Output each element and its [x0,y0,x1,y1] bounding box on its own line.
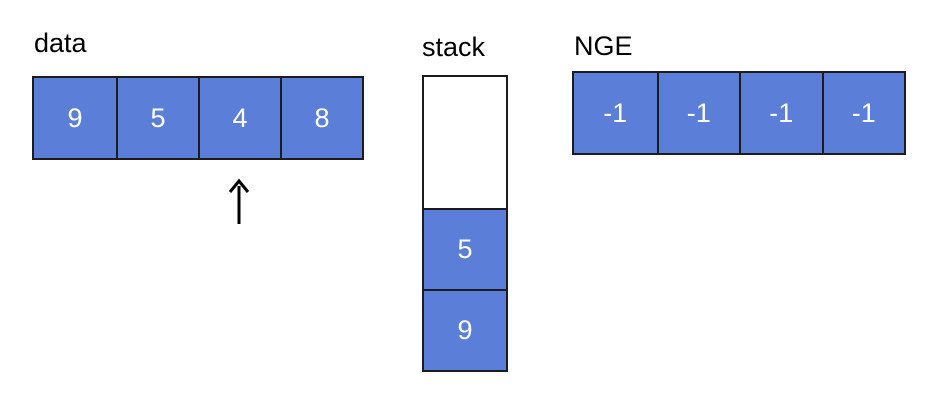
nge-cell-1: -1 [656,73,739,153]
stack-container: 5 9 [422,75,508,372]
data-cell-0: 9 [34,78,116,158]
data-array: 9 5 4 8 [32,76,364,160]
data-cell-1: 5 [116,78,198,158]
up-arrow-icon [228,178,250,224]
stack-title: stack [422,32,486,62]
stack-item-1: 9 [424,289,506,370]
data-cell-2: 4 [198,78,280,158]
nge-array: -1 -1 -1 -1 [572,71,906,155]
stack-item-0: 5 [424,208,506,289]
nge-cell-3: -1 [821,73,904,153]
nge-cell-0: -1 [574,73,657,153]
data-title: data [34,28,87,58]
nge-cell-2: -1 [739,73,822,153]
data-cell-3: 8 [280,78,362,158]
nge-title: NGE [574,31,633,61]
